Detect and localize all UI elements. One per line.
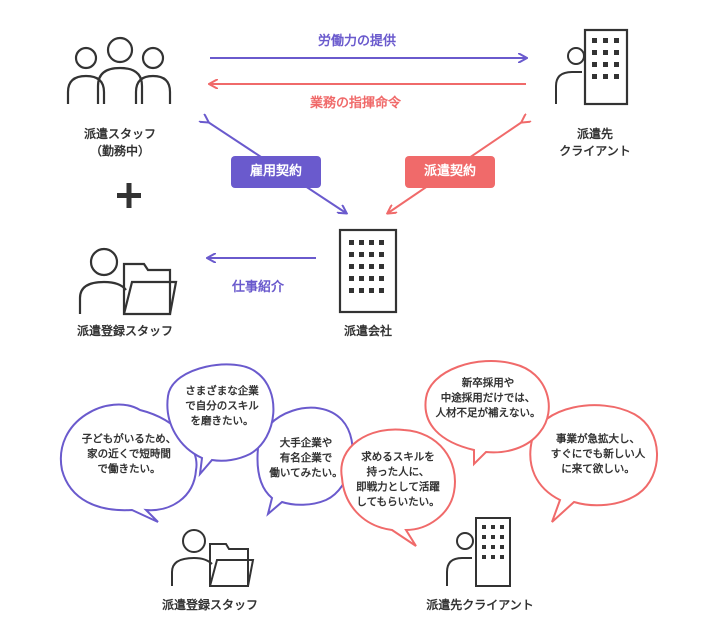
bottom-building-icon	[446, 517, 511, 587]
bottom-client-label: 派遣先クライアント	[426, 598, 534, 612]
agency-building-icon	[338, 228, 398, 314]
client-bubble-1: 新卒採用や 中途採用だけでは、 人材不足が補えない。	[435, 377, 541, 419]
staff-bubbles	[59, 363, 354, 523]
job-intro-label: 仕事紹介	[232, 280, 285, 295]
staff-bubble-3: 大手企業や 有名企業で 働いてみたい。	[269, 437, 343, 479]
staff-bubble-1: 子どもがいるため、 家の近くで短時間 で働きたい。	[81, 433, 177, 475]
staff-bubble-2: さまざまな企業 で自分のスキル を磨きたい。	[185, 385, 259, 427]
client-bubbles	[340, 360, 658, 547]
registered-staff-label: 派遣登録スタッフ	[76, 324, 173, 338]
building-icon	[555, 28, 629, 106]
client-bubble-2: 求めるスキルを 持った人に、 即戦力として活躍 してもらいたい。	[356, 451, 440, 508]
client-label-2: クライアント	[559, 144, 631, 158]
person-folder-icon	[78, 247, 178, 316]
staff-label: 派遣スタッフ	[83, 127, 156, 141]
agency-label: 派遣会社	[343, 324, 392, 338]
bottom-staff-label: 派遣登録スタッフ	[161, 598, 258, 612]
employment-contract-badge: 雇用契約	[231, 156, 321, 188]
command-arrow-label: 業務の指揮命令	[310, 96, 402, 111]
dispatch-contract-badge: 派遣契約	[405, 156, 495, 188]
staff-sub-label: （勤務中）	[89, 144, 150, 158]
client-bubble-3: 事業が急拡大し、 すぐにでも新しい人 に来て欲しい。	[550, 433, 646, 475]
plus-icon	[117, 183, 141, 208]
people-group-icon	[66, 36, 172, 104]
labor-arrow-label: 労働力の提供	[318, 34, 397, 49]
client-label-1: 派遣先	[576, 127, 613, 141]
bottom-person-folder-icon	[171, 529, 255, 587]
